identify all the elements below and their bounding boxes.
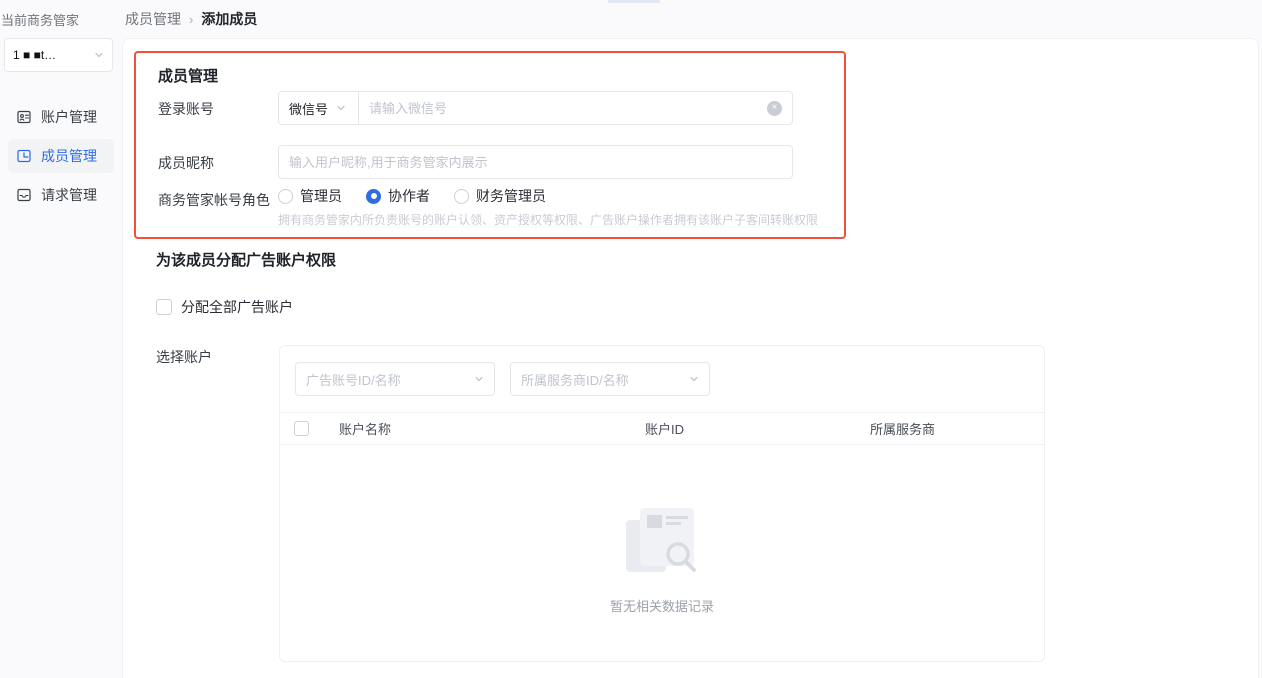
login-account-label: 登录账号 [158,101,214,117]
radio-icon [278,188,293,204]
radio-admin[interactable]: 管理员 [278,186,342,206]
clear-input-icon[interactable]: × [767,100,782,116]
role-hint-text: 拥有商务管家内所负责账号的账户认领、资产授权等权限、广告账户操作者拥有该账户子客… [278,213,819,227]
nickname-input[interactable] [278,145,793,179]
magnifier-icon [666,542,696,572]
chevron-down-icon [475,376,483,382]
radio-label: 财务管理员 [476,188,546,204]
radio-label: 协作者 [388,188,430,204]
table-header-row: 账户名称 账户ID 所属服务商 [280,412,1044,445]
sidebar-item-account-management[interactable]: 账户管理 [8,100,114,134]
account-card-icon [17,110,31,124]
select-account-label: 选择账户 [156,349,212,365]
column-header-account-name: 账户名称 [339,422,392,437]
service-provider-filter-placeholder: 所属服务商ID/名称 [521,372,629,388]
sidebar-item-label: 成员管理 [41,148,97,164]
document-thumbnail-block [647,515,662,528]
assign-all-checkbox[interactable] [156,299,172,315]
member-form-title: 成员管理 [158,68,219,85]
account-table-panel: 广告账号ID/名称 所属服务商ID/名称 账户名称 账户ID 所属服务商 [279,345,1045,662]
radio-finance-admin[interactable]: 财务管理员 [454,186,546,206]
assign-section-title: 为该成员分配广告账户权限 [156,252,337,269]
breadcrumb-current: 添加成员 [201,11,258,27]
account-selector-value: 1 ■ ■t… [13,48,57,62]
sidebar-menu: 账户管理 成员管理 请求管理 [8,100,114,217]
column-header-account-id: 账户ID [645,422,685,437]
sidebar-item-member-management[interactable]: 成员管理 [8,139,114,173]
chevron-down-icon [690,376,698,382]
radio-label: 管理员 [300,188,342,204]
nickname-label: 成员昵称 [158,155,214,171]
sidebar: 当前商务管家 1 ■ ■t… 账户管理 成员管理 [0,0,122,670]
radio-collaborator[interactable]: 协作者 [366,186,430,206]
ad-account-filter-placeholder: 广告账号ID/名称 [306,372,401,388]
radio-icon [366,188,381,204]
document-text-line [666,522,681,525]
chevron-down-icon [95,52,103,58]
radio-icon [454,188,469,204]
empty-state-text: 暂无相关数据记录 [609,599,714,614]
ad-account-filter-select[interactable]: 广告账号ID/名称 [295,362,495,396]
main-content-card: 成员管理 登录账号 微信号 × 成员昵称 商务管家帐号角色 管理员 协作者 [122,38,1259,678]
assign-all-label: 分配全部广告账户 [181,299,293,315]
account-selector[interactable]: 1 ■ ■t… [4,38,113,72]
empty-documents-icon [624,504,700,578]
sidebar-item-label: 请求管理 [41,187,97,203]
wechat-id-input[interactable] [359,100,767,116]
column-header-service-provider: 所属服务商 [870,422,936,437]
sidebar-item-request-management[interactable]: 请求管理 [8,178,114,212]
current-manager-label: 当前商务管家 [1,13,80,28]
select-all-checkbox[interactable] [294,421,309,436]
login-account-input-group: 微信号 × [278,91,793,125]
member-card-icon [17,149,31,163]
role-radio-group: 管理员 协作者 财务管理员 [278,186,546,206]
member-form-highlight-box: 成员管理 登录账号 微信号 × 成员昵称 商务管家帐号角色 管理员 协作者 [134,51,846,239]
request-inbox-icon [17,188,31,202]
document-text-line [666,516,688,519]
document-front-sheet [640,508,696,572]
service-provider-filter-select[interactable]: 所属服务商ID/名称 [510,362,710,396]
role-label: 商务管家帐号角色 [158,192,270,208]
breadcrumb-separator-icon: › [189,11,194,27]
chevron-down-icon [337,105,345,111]
breadcrumb: 成员管理 › 添加成员 [125,9,257,29]
account-type-select[interactable]: 微信号 [279,92,359,124]
account-type-value: 微信号 [289,101,329,117]
sidebar-item-label: 账户管理 [41,109,97,125]
top-edge-artifact [608,0,660,3]
assign-all-checkbox-row[interactable]: 分配全部广告账户 [156,297,293,317]
empty-state: 暂无相关数据记录 [280,504,1044,615]
breadcrumb-parent[interactable]: 成员管理 [125,11,181,27]
